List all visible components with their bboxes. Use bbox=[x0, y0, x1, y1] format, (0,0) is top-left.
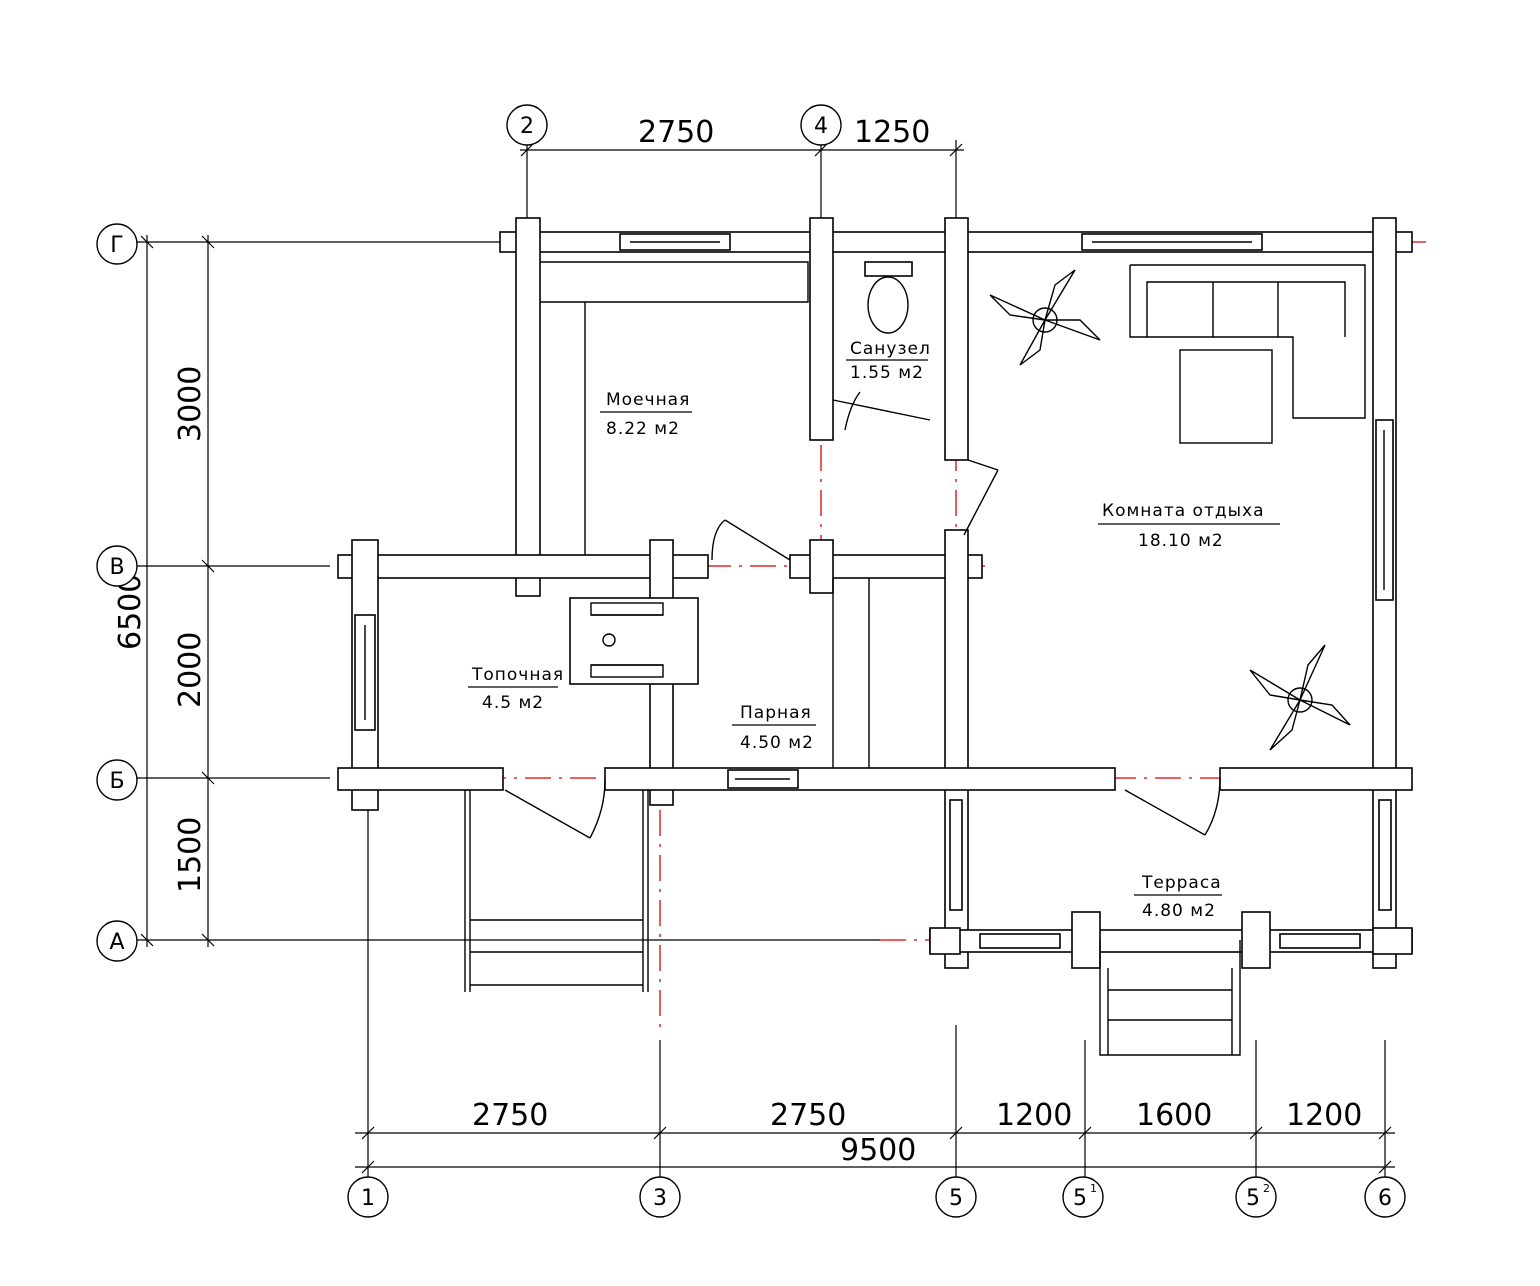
room-name: Топочная bbox=[471, 665, 564, 685]
dim-top: 1250 bbox=[854, 115, 930, 150]
fixtures bbox=[464, 261, 1366, 1056]
room-name: Комната отдыха bbox=[1102, 501, 1265, 521]
dim-top: 2750 bbox=[638, 115, 714, 150]
axis-label: 2 bbox=[520, 114, 534, 139]
dimension-lines bbox=[140, 143, 1395, 1174]
axis-superscript: 1 bbox=[1090, 1182, 1097, 1195]
grid-extension-lines bbox=[135, 140, 1386, 1180]
axis-label: 1 bbox=[361, 1186, 375, 1211]
stairs-right bbox=[1099, 940, 1241, 1056]
dim-bottom: 1600 bbox=[1136, 1098, 1212, 1133]
axis-label: 5 bbox=[949, 1186, 963, 1211]
axis-label: 5 bbox=[1073, 1186, 1087, 1211]
sofa-icon bbox=[1129, 264, 1366, 419]
axis-label: Г bbox=[110, 233, 123, 258]
room-area: 8.22 м2 bbox=[606, 419, 680, 439]
room-area: 18.10 м2 bbox=[1138, 531, 1224, 551]
table bbox=[1179, 349, 1273, 444]
axis-bubbles: 2 4 Г В Б А 1 3 5 5 1 5 2 6 bbox=[96, 104, 1406, 1218]
room-name: Парная bbox=[740, 703, 812, 723]
dim-bottom: 2750 bbox=[770, 1098, 846, 1133]
stove bbox=[569, 597, 699, 685]
axis-label: А bbox=[109, 930, 124, 955]
axis-superscript: 2 bbox=[1263, 1182, 1270, 1195]
room-name: Санузел bbox=[850, 339, 931, 359]
room-labels: Моечная 8.22 м2 Санузел 1.55 м2 Комната … bbox=[468, 339, 1280, 921]
plant-icon bbox=[989, 269, 1101, 366]
dim-left: 1500 bbox=[173, 817, 208, 893]
axis-label: В bbox=[109, 555, 124, 580]
dimension-values: 2750 1250 6500 3000 2000 1500 2750 2750 … bbox=[113, 115, 1362, 1168]
axis-label: 6 bbox=[1378, 1186, 1392, 1211]
dim-bottom: 2750 bbox=[472, 1098, 548, 1133]
dim-left: 3000 bbox=[173, 366, 208, 442]
room-area: 4.50 м2 bbox=[740, 733, 814, 753]
dim-bottom-total: 9500 bbox=[840, 1133, 916, 1168]
dim-bottom: 1200 bbox=[1286, 1098, 1362, 1133]
dim-left: 2000 bbox=[173, 632, 208, 708]
dim-bottom: 1200 bbox=[996, 1098, 1072, 1133]
axis-label: Б bbox=[109, 769, 124, 794]
room-name: Моечная bbox=[606, 390, 690, 410]
windows bbox=[354, 233, 1394, 949]
toilet-icon bbox=[864, 261, 913, 334]
room-area: 4.5 м2 bbox=[482, 693, 544, 713]
room-name: Терраса bbox=[1141, 873, 1222, 893]
room-area: 1.55 м2 bbox=[850, 363, 924, 383]
doors bbox=[504, 391, 1221, 839]
stairs-left bbox=[464, 790, 649, 992]
axis-label: 5 bbox=[1246, 1186, 1260, 1211]
room-area: 4.80 м2 bbox=[1142, 901, 1216, 921]
axis-label: 3 bbox=[653, 1186, 667, 1211]
plant-icon bbox=[1249, 644, 1351, 751]
axis-label: 4 bbox=[814, 114, 828, 139]
walls bbox=[337, 217, 1413, 969]
